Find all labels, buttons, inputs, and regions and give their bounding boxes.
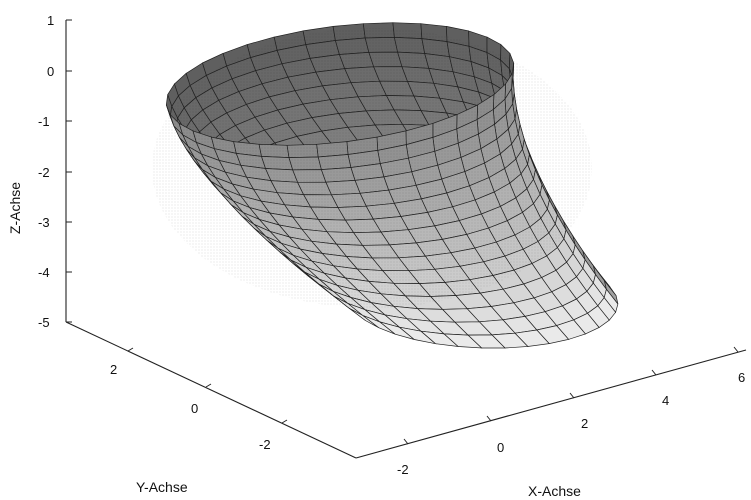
x-tick-label: 2 <box>581 416 588 431</box>
z-tick-label: -1 <box>38 114 50 129</box>
y-tick-label: 0 <box>191 401 198 416</box>
surface-texture <box>152 28 592 308</box>
x-tick-label: -2 <box>397 462 409 477</box>
y-axis-label: Y-Achse <box>136 479 188 495</box>
z-tick-label: 1 <box>47 13 54 28</box>
y-tick-label: -2 <box>259 437 271 452</box>
x-tick-label: 4 <box>662 393 669 408</box>
y-ticks: 2 0 -2 <box>110 347 288 452</box>
z-axis-label: Z-Achse <box>7 182 23 234</box>
z-tick-label: -2 <box>38 165 50 180</box>
y-axis-line <box>65 321 357 459</box>
z-tick-label: -5 <box>38 315 50 330</box>
x-axis-label: X-Achse <box>528 483 581 499</box>
z-ticks: 1 0 -1 -2 -3 -4 -5 <box>38 13 72 330</box>
z-tick-label: -3 <box>38 215 50 230</box>
z-tick-label: -4 <box>38 265 50 280</box>
x-tick-label: 0 <box>497 440 504 455</box>
z-tick-label: 0 <box>47 64 54 79</box>
surface-patch <box>443 333 483 349</box>
y-tick-label: 2 <box>110 362 117 377</box>
x-ticks: -2 0 2 4 6 <box>397 346 745 477</box>
surface-mesh <box>152 22 619 349</box>
x-axis-line <box>355 349 747 459</box>
x-tick-label: 6 <box>738 370 745 385</box>
